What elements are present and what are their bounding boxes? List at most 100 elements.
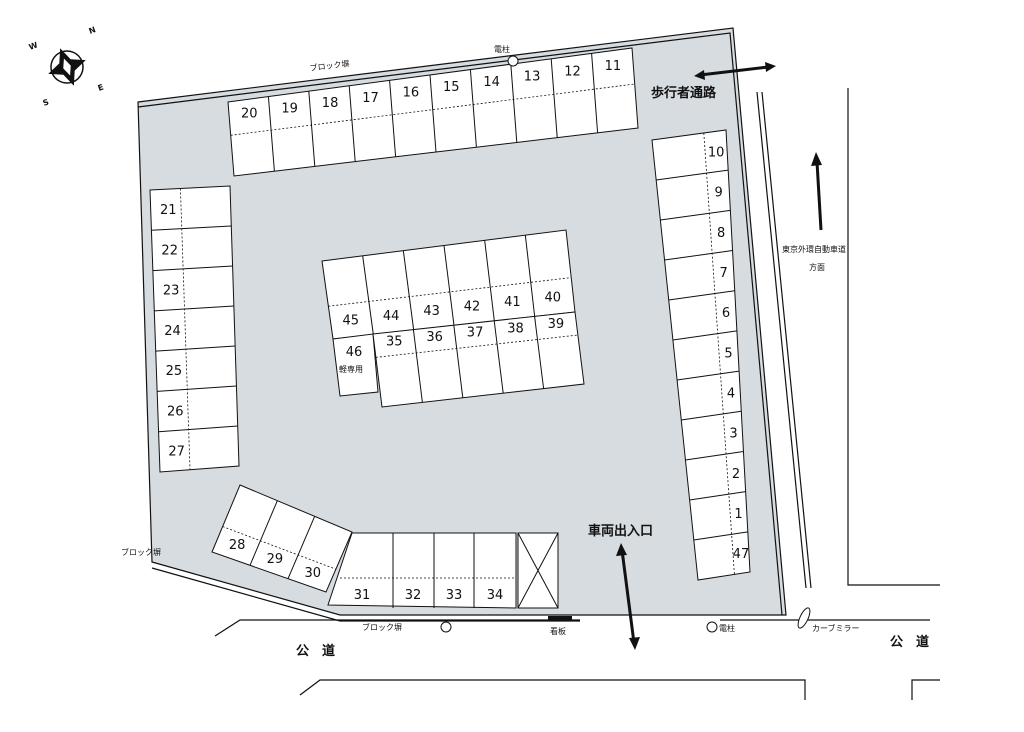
- center_lower-divider: [453, 325, 464, 398]
- space-17: 17: [362, 91, 379, 106]
- label-pedestrian-path: 歩行者通路: [651, 85, 717, 101]
- center_upper-divider: [524, 235, 536, 317]
- space-15: 15: [443, 80, 460, 95]
- compass-w: W: [28, 40, 40, 52]
- space-20: 20: [241, 107, 258, 122]
- left_col-divider: [158, 425, 238, 433]
- signboard-marker: [548, 616, 572, 621]
- top_row-divider: [550, 58, 558, 138]
- label-block-wall-bottom: ブロック塀: [362, 622, 402, 632]
- top_row-divider: [389, 80, 397, 157]
- compass: [48, 48, 86, 86]
- space-44: 44: [383, 309, 400, 324]
- center_upper-divider: [362, 255, 374, 335]
- label-expressway-2: 方面: [809, 262, 825, 272]
- left_col-divider: [152, 265, 233, 272]
- right_col-divider: [656, 169, 729, 181]
- space-13: 13: [524, 70, 541, 85]
- utility-pole-top: [507, 55, 519, 67]
- space-41: 41: [504, 295, 521, 310]
- no-parking-cross: [517, 532, 559, 609]
- curve-mirror-marker: [797, 607, 811, 629]
- space-32: 32: [405, 588, 422, 603]
- space-7: 7: [719, 266, 727, 281]
- space-29: 29: [267, 552, 284, 567]
- center_upper-divider: [443, 245, 455, 326]
- label-pole-bottom: 電柱: [719, 623, 735, 633]
- center_lower-divider: [412, 329, 423, 403]
- space-26: 26: [167, 404, 184, 419]
- space-11: 11: [605, 59, 622, 74]
- label-vehicle-entrance: 車両出入口: [588, 523, 653, 539]
- top_row-divider: [469, 69, 477, 148]
- top_row-divider: [308, 91, 316, 167]
- left_col-divider: [157, 385, 237, 392]
- top_row-divider: [429, 74, 437, 153]
- space-23: 23: [163, 284, 180, 299]
- bottom_row-outline: [327, 532, 517, 609]
- space-36: 36: [426, 330, 443, 345]
- label-kei-only: 軽専用: [339, 364, 363, 374]
- space-9: 9: [714, 186, 722, 201]
- space-16: 16: [403, 86, 420, 101]
- bottom-circle-marker: [440, 621, 452, 633]
- space-30: 30: [305, 566, 322, 581]
- left_col-dash: [180, 188, 191, 470]
- space-33: 33: [446, 588, 463, 603]
- left_col-divider: [151, 225, 232, 231]
- space-31: 31: [354, 588, 371, 603]
- right_col-outline: [651, 129, 751, 581]
- space-14: 14: [483, 75, 500, 90]
- space-2: 2: [732, 467, 740, 482]
- space-27: 27: [168, 445, 185, 460]
- space-22: 22: [161, 243, 178, 258]
- center_lower-dash: [375, 334, 578, 358]
- utility-pole-bottom: [706, 621, 718, 633]
- label-expressway-1: 東京外環自動車道: [782, 244, 846, 254]
- space-40: 40: [545, 290, 562, 305]
- space-3: 3: [729, 427, 737, 442]
- left_col-divider: [155, 345, 236, 352]
- space-19: 19: [281, 101, 298, 116]
- space-42: 42: [464, 300, 481, 315]
- label-block-wall-top: ブロック塀: [309, 58, 350, 73]
- expressway-divider: [756, 91, 812, 589]
- arrows: [616, 62, 823, 650]
- space-46: 46: [346, 345, 363, 360]
- center_lower-divider: [493, 320, 504, 394]
- space-10: 10: [708, 146, 725, 161]
- top_row-divider: [348, 85, 356, 162]
- block-wall: [137, 32, 783, 622]
- right_col-divider: [668, 290, 735, 301]
- right_col-divider: [681, 410, 742, 421]
- label-signboard: 看板: [550, 626, 566, 636]
- space-6: 6: [722, 306, 730, 321]
- compass-n: N: [88, 25, 97, 36]
- right_col-divider: [693, 531, 748, 541]
- compass-e: E: [97, 83, 105, 93]
- top_row-divider: [510, 64, 518, 143]
- space-39: 39: [548, 317, 565, 332]
- space-12: 12: [564, 64, 581, 79]
- right_col-divider: [660, 209, 731, 221]
- center_upper-dash: [328, 277, 572, 307]
- center_upper-divider: [484, 240, 495, 322]
- label-pole-top: 電柱: [494, 44, 510, 54]
- space-43: 43: [423, 304, 440, 319]
- right_col-dash: [703, 132, 735, 575]
- right_col-divider: [677, 370, 740, 381]
- bottom_angled-divider: [287, 516, 316, 579]
- space-5: 5: [724, 346, 732, 361]
- label-curve-mirror: カーブミラー: [812, 623, 860, 633]
- space-1: 1: [734, 507, 742, 522]
- compass-s: S: [42, 97, 51, 108]
- label-public-road-left: 公 道: [296, 643, 335, 659]
- space-25: 25: [166, 364, 183, 379]
- label-block-wall-left: ブロック塀: [121, 547, 161, 557]
- space-4: 4: [727, 387, 735, 402]
- space-47: 47: [733, 547, 750, 562]
- space-18: 18: [322, 96, 339, 111]
- left_col-outline: [149, 185, 240, 473]
